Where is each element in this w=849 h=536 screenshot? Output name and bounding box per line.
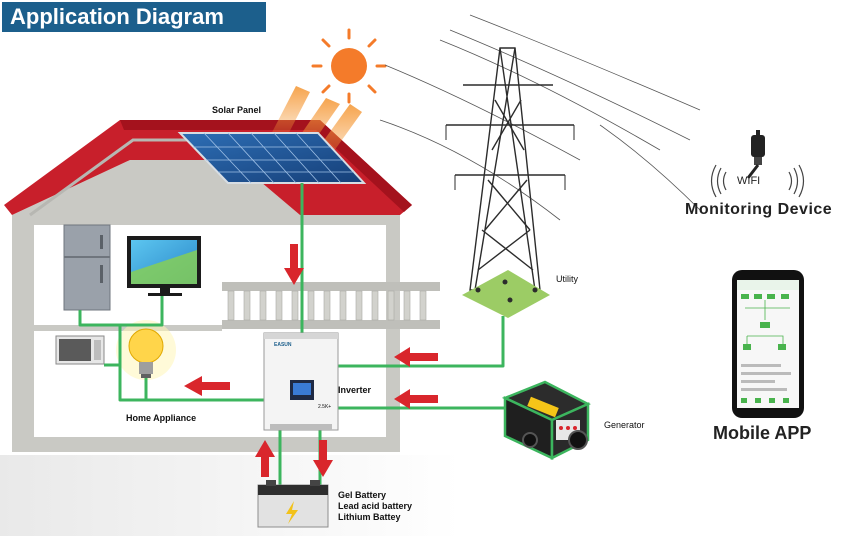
power-tower-icon <box>445 47 575 291</box>
solar-panel-icon <box>177 132 367 184</box>
solar-panel-label: Solar Panel <box>212 105 262 115</box>
inverter-rating: 2.5K+ <box>318 404 332 410</box>
battery-type-item: Lithium Battey <box>338 512 401 522</box>
arrow-utility-left <box>394 347 438 367</box>
generator-label: Generator <box>604 420 645 430</box>
tower-base <box>462 270 550 318</box>
arrow-battery-up <box>255 440 275 477</box>
utility-label: Utility <box>556 274 578 284</box>
mobile-app-label: Mobile APP <box>713 423 812 443</box>
smartphone-icon <box>732 270 804 418</box>
tv-icon <box>127 236 201 296</box>
generator-icon <box>501 380 591 461</box>
inverter-icon <box>263 332 339 431</box>
arrow-appliance-left <box>184 376 230 396</box>
microwave-icon <box>55 335 105 365</box>
inverter-label: Inverter <box>338 385 372 395</box>
flow-arrows <box>184 244 438 477</box>
ground-shadow <box>0 455 460 536</box>
connection-wires <box>78 183 512 485</box>
sun-icon <box>311 28 387 104</box>
monitoring-device-label: Monitoring Device <box>685 201 833 218</box>
battery-type-item: Lead acid battery <box>338 501 413 511</box>
battery-types-list: Gel Battery Lead acid battery Lithium Ba… <box>338 490 412 523</box>
arrow-generator-left <box>394 389 438 409</box>
home-appliance-label: Home Appliance <box>126 413 197 423</box>
lightbulb-icon <box>116 320 176 380</box>
battery-type-item: Gel Battery <box>338 490 387 500</box>
diagram-title: Application Diagram <box>2 2 266 32</box>
inverter-brand: EASUN <box>274 342 292 348</box>
power-lines <box>379 14 701 221</box>
wifi-dongle-icon <box>746 130 765 179</box>
arrow-battery-down <box>313 440 333 477</box>
battery-icon <box>257 480 329 528</box>
balcony-railing <box>222 282 440 329</box>
arrow-solar-down <box>284 244 304 285</box>
fridge-icon <box>63 224 111 311</box>
wifi-label: WIFI <box>737 175 761 187</box>
wifi-signal-icon <box>710 164 805 198</box>
